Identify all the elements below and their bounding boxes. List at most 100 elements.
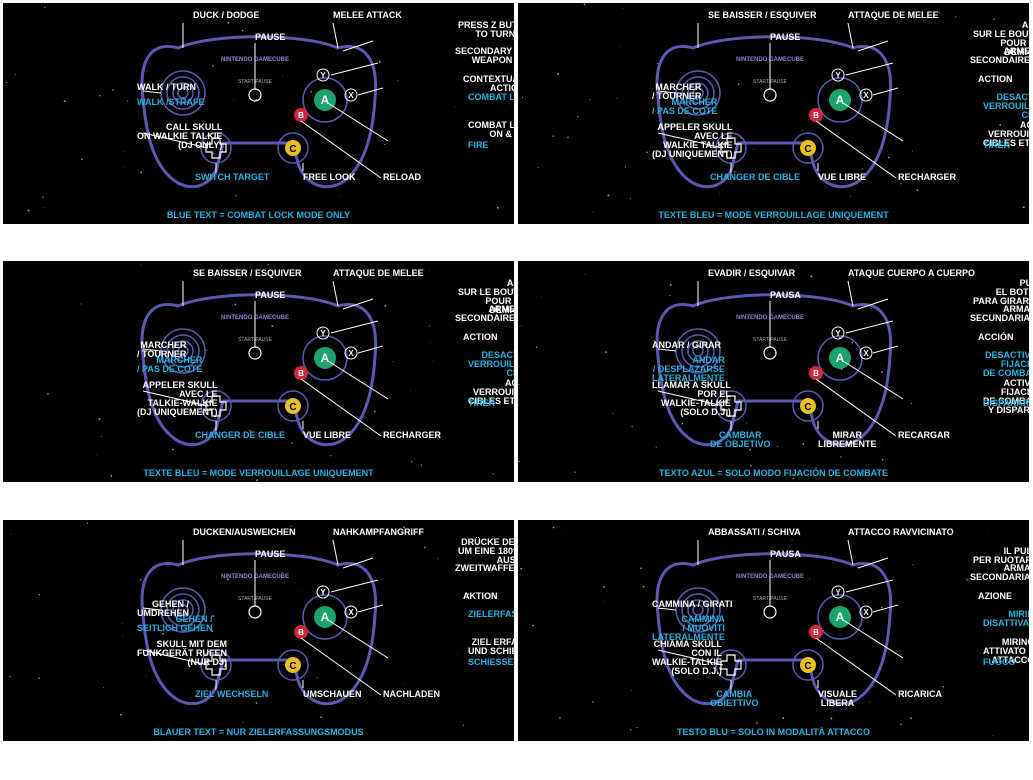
star (664, 407, 666, 409)
label-action: ACCIÓN (978, 332, 1014, 342)
star (655, 446, 657, 448)
label-look: VUE LIBRE (303, 430, 352, 440)
star (605, 351, 607, 353)
star (691, 637, 693, 639)
leader-line (357, 345, 384, 354)
star (987, 533, 989, 534)
label-action-blue: ZIELERFASSUNGAUS (468, 609, 514, 619)
star (879, 270, 881, 272)
svg-text:B: B (813, 628, 819, 637)
star (267, 263, 269, 266)
star (734, 171, 736, 173)
star (249, 429, 251, 432)
star (589, 99, 591, 101)
star (349, 270, 350, 272)
star (993, 18, 995, 21)
star (810, 275, 813, 278)
star (710, 698, 712, 700)
star (454, 106, 456, 108)
star (139, 579, 142, 581)
x-button-icon: X (859, 88, 873, 102)
c-stick-icon: C (792, 132, 824, 164)
label-switch-blue: CHANGER DE CIBLE (710, 172, 801, 182)
star (518, 383, 520, 385)
star (897, 328, 898, 330)
svg-text:B: B (298, 111, 304, 120)
label-z: APPUIESUR LE BOUTON ZPOUR FAIREDEMI-TOUR (458, 278, 514, 315)
label-target: ACTIVERVERROUILLAGECIBLES ET TIRER (983, 120, 1029, 148)
svg-text:C: C (804, 402, 811, 413)
star (970, 668, 971, 670)
svg-text:B: B (298, 628, 304, 637)
label-action: CONTEXTUALACTION (463, 74, 514, 93)
leader-line (332, 22, 339, 49)
start-button-icon (763, 346, 777, 360)
star (703, 649, 705, 650)
star (640, 567, 642, 570)
label-pause: PAUSA (770, 290, 801, 300)
star (205, 349, 207, 351)
label-walk: WALK / TURN (137, 82, 196, 92)
label-target-blue: TIRER (468, 398, 495, 408)
star (253, 126, 254, 128)
star (378, 60, 381, 63)
leader-line (842, 102, 904, 142)
label-target: MIRINOATTIVATO EATTACCO (983, 637, 1029, 665)
star (851, 341, 854, 344)
svg-text:A: A (321, 351, 330, 365)
star (38, 677, 40, 680)
label-switch-blue: CHANGER DE CIBLE (195, 430, 286, 440)
label-walk-blue: WALK /STRAFE (137, 97, 205, 107)
star (310, 342, 312, 344)
star (900, 183, 902, 185)
star (786, 676, 787, 678)
star (140, 264, 142, 266)
star (410, 390, 412, 392)
star (636, 727, 638, 729)
star (484, 361, 486, 363)
star (432, 360, 434, 362)
star (310, 90, 312, 93)
leader-line (327, 360, 389, 400)
star (559, 716, 561, 719)
star (227, 578, 230, 581)
svg-text:Y: Y (835, 588, 841, 597)
leader-line (142, 649, 209, 666)
svg-text:A: A (836, 610, 845, 624)
leader-line (300, 637, 382, 696)
label-z: PREMIIL PULSANTE ZPER RUOTARE DI 180° (973, 546, 1029, 565)
label-duck: EVADIR / ESQUIVAR (708, 268, 796, 278)
star (271, 325, 274, 327)
star (80, 303, 82, 305)
y-button-icon: Y (316, 585, 330, 599)
star (532, 624, 534, 627)
leader-line (142, 132, 209, 149)
footer-legend: TESTO BLU = SOLO IN MODALITÀ ATTACCO (677, 727, 870, 737)
star (880, 371, 883, 374)
label-action: ACTION (463, 332, 498, 342)
leader-line (142, 348, 162, 352)
b-button-icon: B (294, 366, 308, 380)
leader-line (657, 348, 677, 352)
star (11, 533, 13, 535)
star (420, 464, 423, 466)
star (746, 422, 748, 424)
star (160, 625, 162, 627)
a-button-icon: A (829, 606, 851, 628)
svg-text:Y: Y (320, 71, 326, 80)
star (749, 448, 751, 451)
star (737, 83, 740, 86)
control-stick-icon (160, 70, 206, 116)
svg-text:X: X (348, 349, 354, 358)
star (320, 716, 322, 719)
star (738, 697, 740, 699)
